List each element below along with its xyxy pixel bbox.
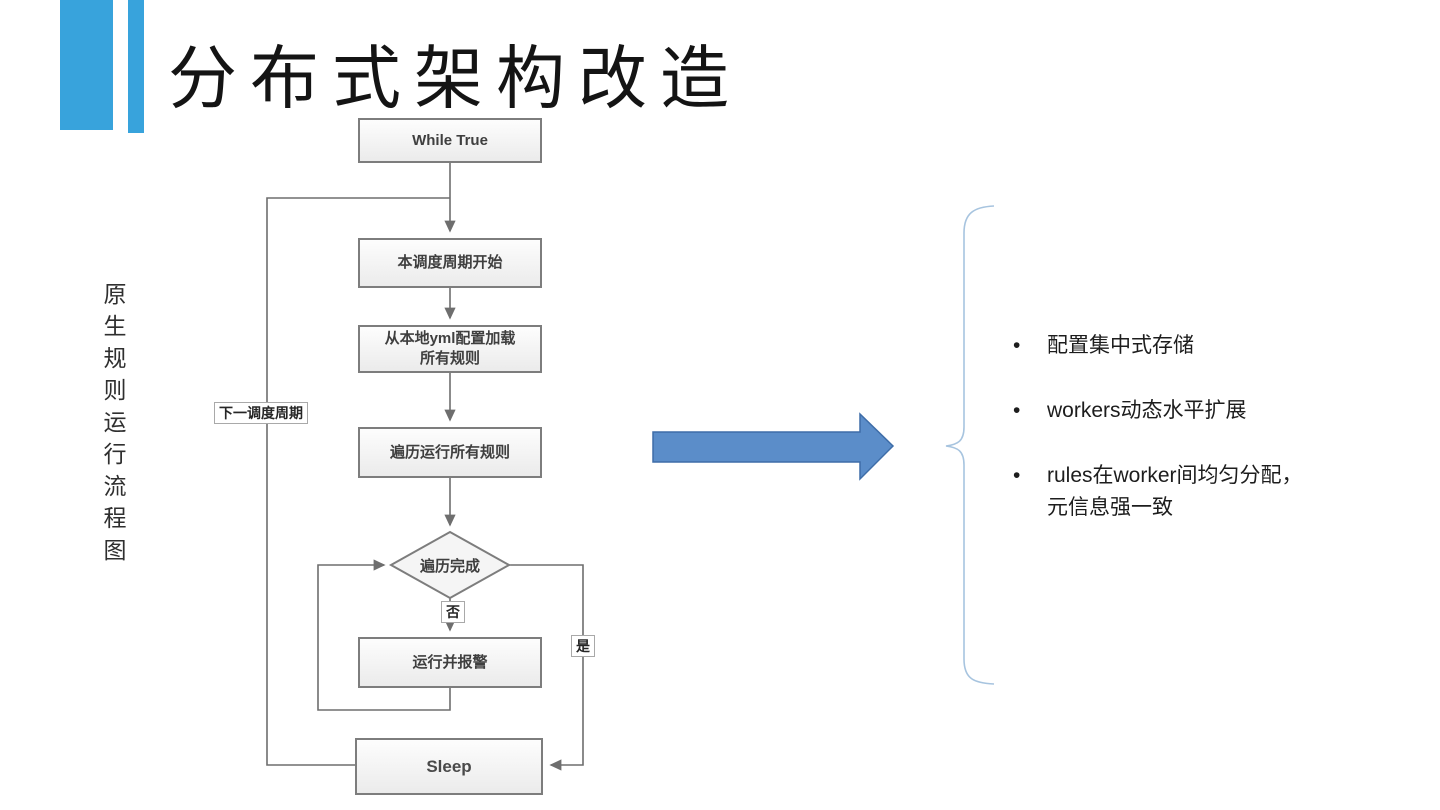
- node-run-all-rules: 遍历运行所有规则: [358, 427, 542, 478]
- node-cycle-start: 本调度周期开始: [358, 238, 542, 288]
- bullet-item: • 配置集中式存储: [1013, 330, 1433, 362]
- node-while-true: While True: [358, 118, 542, 163]
- bullet-dot: •: [1013, 464, 1021, 487]
- bullet-dot: •: [1013, 334, 1021, 357]
- side-caption: 原生规则运行流程图: [100, 282, 126, 570]
- node-decision-label: 遍历完成: [419, 557, 480, 575]
- edge-label-next-cycle: 下一调度周期: [214, 402, 308, 424]
- transform-arrow: [652, 412, 895, 481]
- node-sleep: Sleep: [355, 738, 543, 795]
- bullet-item: • workers动态水平扩展: [1013, 395, 1433, 427]
- bullet-dot: •: [1013, 399, 1021, 422]
- edge-decision-yes: [509, 564, 584, 771]
- accent-bar-narrow: [128, 0, 144, 133]
- bullet-list: • 配置集中式存储 • workers动态水平扩展 • rules在worker…: [1013, 330, 1433, 557]
- accent-bar-wide: [60, 0, 113, 130]
- edge-alert-loop: [317, 559, 451, 711]
- bullet-text: workers动态水平扩展: [1047, 399, 1247, 422]
- node-load-rules: 从本地yml配置加载 所有规则: [358, 325, 542, 373]
- edge-label-yes: 是: [571, 635, 595, 657]
- edge-label-no: 否: [441, 601, 465, 623]
- brace: [945, 205, 995, 685]
- decision-diamond: [388, 530, 512, 600]
- bullet-item: • rules在worker间均匀分配， 元信息强一致: [1013, 460, 1433, 524]
- node-run-alert: 运行并报警: [358, 637, 542, 688]
- slide-title: 分布式架构改造: [168, 40, 742, 117]
- bullet-text: 配置集中式存储: [1047, 334, 1194, 357]
- edge-next-cycle-loop: [266, 197, 450, 766]
- bullet-text: rules在worker间均匀分配， 元信息强一致: [1047, 464, 1303, 519]
